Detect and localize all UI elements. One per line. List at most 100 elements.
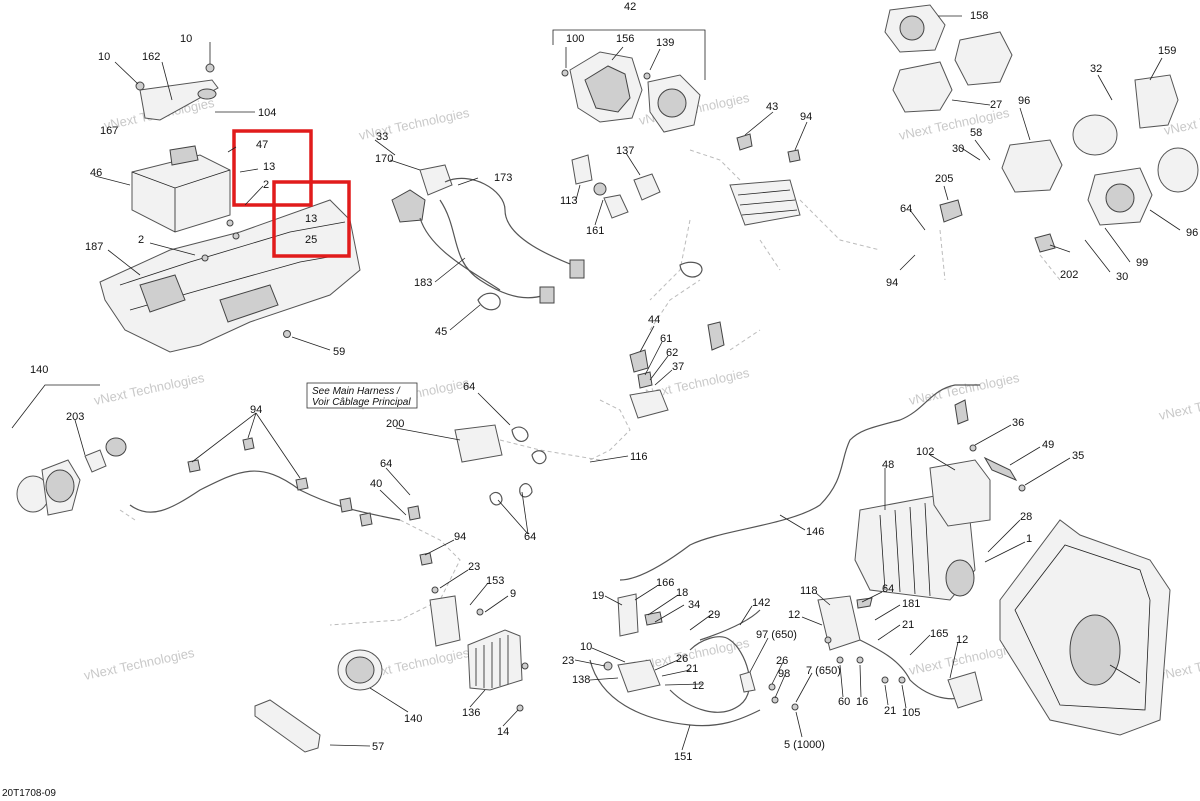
watermark-text: vNext Technologies (93, 370, 207, 408)
callout-label: 102 (916, 446, 934, 458)
callout-label: 28 (1020, 511, 1032, 523)
callout-label: 57 (372, 741, 384, 753)
callout-label: 30 (952, 143, 964, 155)
leader-lines (74, 15, 1181, 751)
callout-label: 14 (497, 726, 509, 738)
callout-label: 48 (882, 459, 894, 471)
callout-label: 158 (970, 10, 988, 22)
watermark-text: vNext Technologies (1158, 385, 1200, 423)
callout-label: 9 (510, 588, 516, 600)
callout-label: 181 (902, 598, 920, 610)
battery-assembly (99, 63, 361, 353)
callout-label: 94 (886, 277, 898, 289)
callout-label: 161 (586, 225, 604, 237)
callout-label: 64 (882, 583, 894, 595)
callout-label: 12 (788, 609, 800, 621)
callout-label: 61 (660, 333, 672, 345)
callout-label: 21 (686, 663, 698, 675)
callout-label: 203 (66, 411, 84, 423)
callout-label: 64 (380, 458, 392, 470)
harness-note: See Main Harness / Voir Câblage Principa… (306, 382, 418, 409)
callout-label: 12 (692, 680, 704, 692)
callout-label: 2 (138, 234, 144, 246)
callout-label: 23 (468, 561, 480, 573)
callout-label: 40 (370, 478, 382, 490)
watermark-text: vNext Technologies (358, 105, 472, 143)
callout-label: 97 (650) (756, 629, 797, 641)
callout-label: 64 (463, 381, 475, 393)
callout-label: 187 (85, 241, 103, 253)
callout-label: 96 (1186, 227, 1198, 239)
callout-label: 138 (572, 674, 590, 686)
callout-label: 167 (100, 125, 118, 137)
callout-label: 26 (776, 655, 788, 667)
note-line-2: Voir Câblage Principal (312, 397, 411, 408)
callout-label: 104 (258, 107, 276, 119)
callout-label: 2 (263, 179, 269, 191)
callout-label: 43 (766, 101, 778, 113)
callout-label: 21 (884, 705, 896, 717)
callout-label: 151 (674, 751, 692, 763)
callout-label: 13 (305, 213, 317, 225)
callout-label: 29 (708, 609, 720, 621)
diagram-code: 20T1708-09 (2, 788, 56, 799)
callout-label: 159 (1158, 45, 1176, 57)
callout-label: 13 (263, 161, 275, 173)
callout-label: 23 (562, 655, 574, 667)
callout-label: 146 (806, 526, 824, 538)
callout-label: 36 (1012, 417, 1024, 429)
callout-label: 44 (648, 314, 660, 326)
watermark-text: vNext Technologies (83, 645, 197, 683)
highlight-box-2 (272, 180, 351, 258)
callout-label: 34 (688, 599, 700, 611)
callout-label: 116 (630, 451, 648, 463)
callout-label: 156 (616, 33, 634, 45)
callout-label: 37 (672, 361, 684, 373)
callout-label: 96 (1018, 95, 1030, 107)
callout-label: 137 (616, 145, 634, 157)
callout-label: 42 (624, 1, 636, 13)
callout-label: 46 (90, 167, 102, 179)
callout-label: 136 (462, 707, 480, 719)
callout-label: 59 (333, 346, 345, 358)
callout-label: 183 (414, 277, 432, 289)
callout-label: 140 (30, 364, 48, 376)
callout-label: 94 (250, 404, 262, 416)
callout-label: 19 (592, 590, 604, 602)
callout-label: 139 (656, 37, 674, 49)
callout-label: 1 (1026, 533, 1032, 545)
callout-label: 58 (970, 127, 982, 139)
callout-label: 100 (566, 33, 584, 45)
callout-label: 26 (676, 653, 688, 665)
callout-label: 166 (656, 577, 674, 589)
callout-label: 7 (650) (806, 665, 841, 677)
callout-label: 94 (454, 531, 466, 543)
regulator-assembly (254, 586, 529, 753)
callout-label: 62 (666, 347, 678, 359)
callout-label: 200 (386, 418, 404, 430)
callout-label: 105 (902, 707, 920, 719)
callout-label: 16 (856, 696, 868, 708)
callout-label: 64 (524, 531, 536, 543)
callout-label: 165 (930, 628, 948, 640)
callout-label: 140 (404, 713, 422, 725)
callout-label: 10 (180, 33, 192, 45)
callout-label: 18 (676, 587, 688, 599)
callout-label: 205 (935, 173, 953, 185)
callout-label: 10 (580, 641, 592, 653)
callout-label: 30 (1116, 271, 1128, 283)
callout-label: 170 (375, 153, 393, 165)
callout-label: 25 (305, 234, 317, 246)
callout-label: 64 (900, 203, 912, 215)
callout-label: 49 (1042, 439, 1054, 451)
callout-label: 142 (752, 597, 770, 609)
callout-label: 35 (1072, 450, 1084, 462)
callout-label: 33 (376, 131, 388, 143)
callout-label: 32 (1090, 63, 1102, 75)
callout-label: 98 (778, 668, 790, 680)
callout-label: 10 (98, 51, 110, 63)
gauge-and-harness (391, 29, 881, 311)
callout-label: 60 (838, 696, 850, 708)
callout-label: 162 (142, 51, 160, 63)
